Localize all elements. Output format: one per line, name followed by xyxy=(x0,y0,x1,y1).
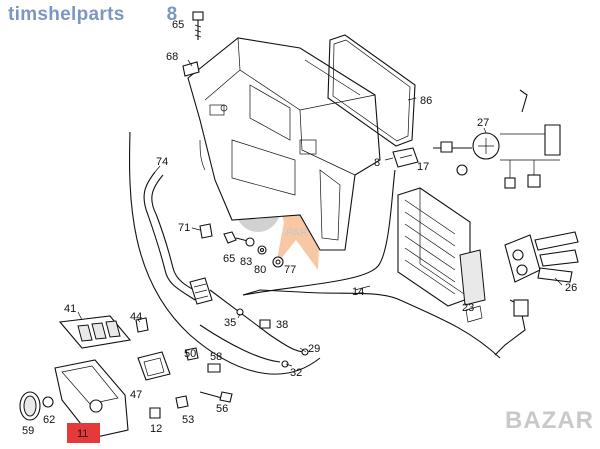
callout-26: 26 xyxy=(565,282,577,294)
callout-29: 29 xyxy=(308,343,320,355)
callout-14: 14 xyxy=(352,286,364,298)
bracket-clip xyxy=(182,61,200,77)
callout-44: 44 xyxy=(130,311,142,323)
callout-8: 8 xyxy=(374,157,380,169)
callout-35: 35 xyxy=(224,317,236,329)
heater-housing xyxy=(187,37,381,251)
wiring-harness xyxy=(128,131,529,375)
callout-65: 65 xyxy=(223,253,235,265)
callout-58: 58 xyxy=(210,351,222,363)
callout-83: 83 xyxy=(240,256,252,268)
harness-plug xyxy=(189,277,309,368)
callout-27: 27 xyxy=(477,117,489,129)
callout-50: 50 xyxy=(184,348,196,360)
callout-47: 47 xyxy=(130,389,142,401)
callout-56: 56 xyxy=(216,403,228,415)
part-number-callouts: 65 68 86 27 8 17 74 71 65 83 80 77 14 23… xyxy=(22,19,577,440)
gasket-seal xyxy=(327,34,416,147)
callout-32: 32 xyxy=(290,367,302,379)
callout-62: 62 xyxy=(43,414,55,426)
callout-23: 23 xyxy=(462,302,474,314)
callout-11: 11 xyxy=(77,428,88,440)
callout-59: 59 xyxy=(22,425,34,437)
callout-74: 74 xyxy=(156,156,168,168)
drain-hose xyxy=(143,171,199,301)
callout-68: 68 xyxy=(166,51,178,63)
callout-80: 80 xyxy=(254,264,266,276)
bazar-brand-logo: BAZAR xyxy=(505,407,594,434)
callout-77: 77 xyxy=(284,264,296,276)
small-components xyxy=(135,317,233,409)
evaporator-core xyxy=(397,187,486,307)
seller-watermark: timshelparts 8 xyxy=(8,4,177,26)
callout-38: 38 xyxy=(276,319,288,331)
top-screw xyxy=(192,11,204,40)
callout-12: 12 xyxy=(150,423,162,435)
callout-65-top: 65 xyxy=(172,19,184,31)
switch-panel xyxy=(58,315,132,349)
callout-17: 17 xyxy=(417,161,429,173)
control-unit xyxy=(19,359,161,439)
callout-53: 53 xyxy=(182,414,194,426)
fastener-set xyxy=(199,223,284,268)
highlighted-callout-box xyxy=(67,423,100,443)
watermark-digit: 8 xyxy=(166,4,178,25)
callout-41: 41 xyxy=(64,303,76,315)
watermark-text: timshelparts xyxy=(8,4,125,25)
expansion-valve xyxy=(504,231,579,283)
callout-86: 86 xyxy=(420,95,432,107)
callout-71: 71 xyxy=(178,222,190,234)
valve-bracket xyxy=(433,89,561,189)
leader-lines xyxy=(77,59,563,367)
relay-connector xyxy=(392,147,419,168)
